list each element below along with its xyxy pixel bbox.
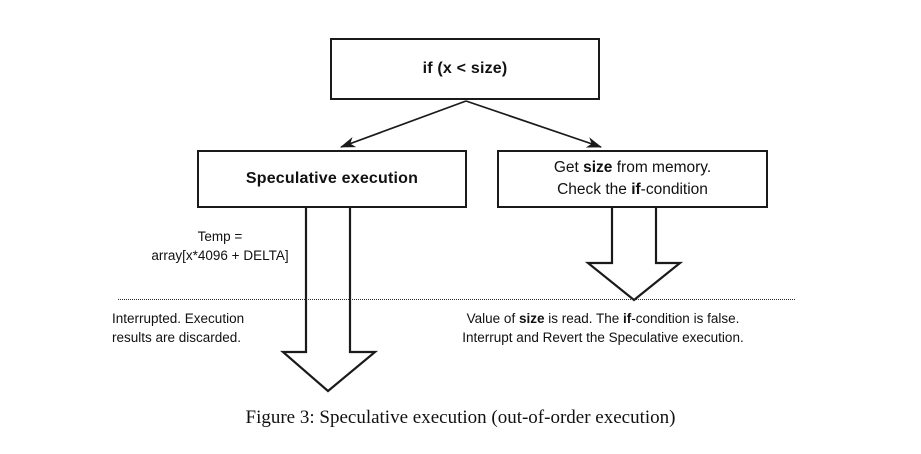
arrow-to-getsize bbox=[465, 100, 602, 148]
block-arrow-speculative-shape bbox=[280, 203, 379, 393]
get-size-line2-suffix: -condition bbox=[640, 181, 708, 198]
note-temp-assignment: Temp = array[x*4096 + DELTA] bbox=[120, 228, 320, 266]
if-keyword: if bbox=[631, 181, 641, 198]
note-temp-line1: Temp = bbox=[197, 229, 243, 244]
note-value-line2: Interrupt and Revert the Speculative exe… bbox=[462, 329, 744, 345]
get-size-line2-prefix: Check the bbox=[557, 181, 632, 198]
execution-boundary-divider bbox=[118, 299, 795, 300]
block-arrow-getsize-shape bbox=[584, 203, 684, 302]
get-size-keyword: size bbox=[583, 158, 613, 176]
note-value-line1-middle: is read. The bbox=[544, 311, 624, 326]
box-get-size-from-memory[interactable]: Get size from memory. Check the if-condi… bbox=[497, 150, 768, 208]
block-arrow-speculative bbox=[280, 203, 379, 393]
note-value-of-size: Value of size is read. The if-condition … bbox=[418, 310, 788, 348]
note-value-if-keyword: if bbox=[623, 311, 632, 326]
get-size-line1-suffix: from memory. bbox=[612, 158, 712, 176]
box-get-size-line1: Get size from memory. bbox=[554, 157, 711, 179]
box-get-size-line2: Check the if-condition bbox=[554, 179, 711, 201]
note-interrupted-line2: results are discarded. bbox=[112, 329, 242, 345]
box-if-condition[interactable]: if (x < size) bbox=[330, 38, 600, 100]
note-value-size-keyword: size bbox=[518, 311, 545, 326]
block-arrow-getsize bbox=[584, 203, 684, 302]
box-speculative-execution-label: Speculative execution bbox=[245, 170, 419, 187]
figure-caption: Figure 3: Speculative execution (out-of-… bbox=[245, 407, 676, 428]
box-if-condition-label: if (x < size) bbox=[422, 60, 508, 77]
box-speculative-execution[interactable]: Speculative execution bbox=[197, 150, 467, 208]
note-interrupted-discarded: Interrupted. Execution results are disca… bbox=[112, 310, 322, 348]
arrow-to-speculative bbox=[340, 100, 467, 148]
note-value-line1: Value of size is read. The if-condition … bbox=[418, 310, 788, 329]
get-size-line1-prefix: Get bbox=[553, 158, 584, 176]
note-value-line1-prefix: Value of bbox=[466, 311, 519, 326]
note-value-line1-suffix: -condition is false. bbox=[631, 311, 740, 326]
box-get-size-text: Get size from memory. Check the if-condi… bbox=[554, 157, 711, 202]
note-temp-line2: array[x*4096 + DELTA] bbox=[151, 247, 289, 263]
note-interrupted-line1: Interrupted. Execution bbox=[112, 311, 245, 326]
